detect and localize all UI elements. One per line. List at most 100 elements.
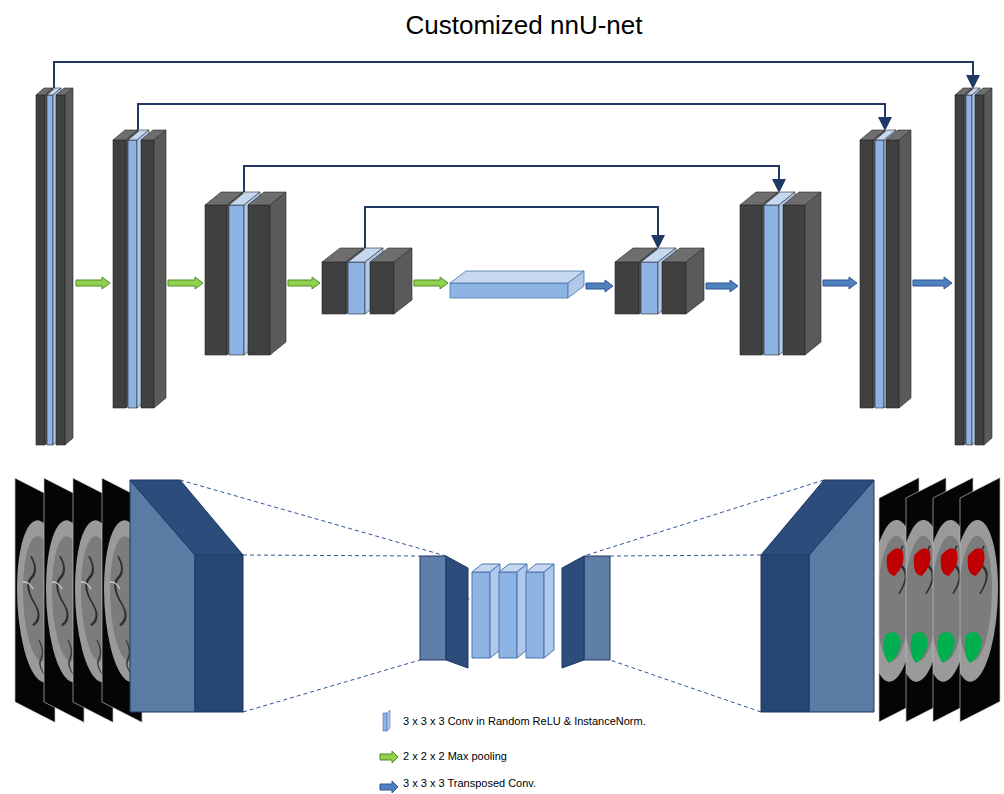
conv-block [764, 205, 779, 355]
output-segmentation-slices [960, 478, 1000, 722]
conv-block [860, 140, 873, 408]
conv-block [205, 205, 227, 355]
conv-block [56, 95, 65, 445]
transposed-conv-arrow [586, 280, 613, 292]
feature-block [195, 555, 243, 712]
transposed-conv-arrow [586, 277, 952, 292]
bottleneck-slab [472, 564, 554, 658]
feature-block [761, 480, 874, 555]
conv-block [370, 262, 394, 314]
conv-block [113, 130, 166, 408]
skip-connection [138, 104, 885, 130]
transposed-conv-arrow [913, 277, 952, 289]
conv-block [762, 192, 778, 355]
conv-block [740, 205, 762, 355]
feature-block [420, 556, 468, 668]
feature-block [761, 555, 809, 712]
conv-block [975, 95, 984, 445]
bottleneck-block [568, 271, 584, 298]
feature-block [130, 480, 243, 712]
max-pooling-arrow [414, 277, 448, 289]
max-pooling-arrow [168, 277, 203, 289]
transposed-conv-arrow [823, 277, 857, 289]
bottleneck-slab [472, 572, 490, 658]
conv-block [141, 140, 154, 408]
bottleneck-block [450, 271, 584, 298]
conv-block [248, 205, 270, 355]
legend-sample-conv [383, 713, 387, 731]
bottleneck-slab [544, 564, 554, 658]
feature-block [761, 480, 874, 712]
conv-block [128, 140, 137, 408]
feature-block [562, 556, 584, 668]
conv-block [955, 95, 964, 445]
conv-block [322, 248, 412, 314]
bottleneck-slab [526, 572, 544, 658]
conv-block [875, 140, 884, 408]
legend-sample-pooling [380, 751, 398, 763]
conv-block [641, 262, 658, 314]
conv-block [955, 88, 992, 445]
conv-block [984, 88, 992, 445]
max-pooling-arrow [76, 277, 448, 289]
conv-block [36, 95, 45, 445]
conv-block [229, 205, 244, 355]
conv-block [205, 192, 286, 355]
conv-block [873, 130, 885, 408]
conv-block [899, 130, 911, 408]
conv-block [662, 262, 686, 314]
feature-block [130, 480, 243, 555]
max-pooling-arrow [76, 277, 110, 289]
legend-sample-pooling [380, 751, 398, 763]
conv-block [270, 192, 286, 355]
conv-block [740, 192, 821, 355]
bottleneck-block [450, 271, 584, 283]
legend-text: 3 x 3 x 3 Transposed Conv. [403, 777, 833, 790]
feature-block [446, 556, 468, 668]
projection-line [243, 660, 420, 712]
bottleneck-slab [499, 572, 517, 658]
legend-sample-transposed [380, 781, 398, 793]
conv-block [615, 248, 704, 314]
conv-block [126, 130, 138, 408]
title: Customized nnU-net [224, 10, 824, 41]
bottleneck-block [450, 283, 568, 298]
conv-block [966, 95, 972, 445]
transposed-conv-arrow [706, 280, 738, 292]
conv-block [964, 88, 972, 445]
output-segmentation-slices [950, 478, 1000, 727]
feature-block [420, 556, 446, 660]
legend-sample-conv [387, 710, 390, 731]
output-segmentation-slices [960, 478, 1000, 722]
conv-block [686, 248, 704, 314]
conv-block [394, 248, 412, 314]
projection-line [243, 555, 420, 556]
projection-line [610, 555, 761, 556]
feature-block [584, 556, 610, 660]
conv-block [45, 88, 53, 445]
conv-block [860, 130, 911, 408]
legend-sample-conv [383, 710, 390, 731]
projection-line [610, 660, 761, 712]
conv-block [322, 262, 346, 314]
conv-block [348, 262, 365, 314]
legend-text: 2 x 2 x 2 Max pooling [403, 750, 833, 763]
conv-block [783, 205, 805, 355]
output-segmentation-slices [960, 478, 1000, 722]
projection-line [180, 480, 824, 712]
skip-connection [54, 62, 973, 88]
legend-sample-transposed [380, 781, 398, 793]
conv-block [36, 88, 73, 445]
conv-block [615, 262, 639, 314]
conv-block [227, 192, 243, 355]
conv-block [113, 140, 126, 408]
feature-block [562, 556, 610, 668]
max-pooling-arrow [288, 277, 320, 289]
conv-block [65, 88, 73, 445]
conv-block [886, 140, 899, 408]
skip-connection [244, 166, 779, 192]
output-segmentation-slices [869, 478, 1000, 727]
conv-block [47, 95, 53, 445]
